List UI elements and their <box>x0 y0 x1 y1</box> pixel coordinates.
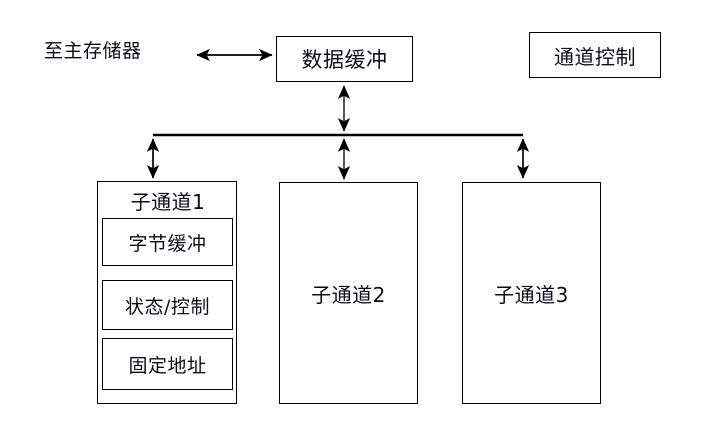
fixed-address-label: 固定地址 <box>128 354 207 377</box>
subchannel-2-box[interactable]: 子通道2 <box>279 182 418 404</box>
data-buffer-box[interactable]: 数据缓冲 <box>276 36 413 82</box>
subchannel-3-box[interactable]: 子通道3 <box>462 182 601 404</box>
channel-control-label: 通道控制 <box>554 44 636 69</box>
subchannel-2-label: 子通道2 <box>311 282 386 307</box>
status-control-label: 状态/控制 <box>125 295 210 318</box>
fixed-address-box[interactable]: 固定地址 <box>102 338 233 390</box>
byte-buffer-label: 字节缓冲 <box>128 232 207 255</box>
subchannel-1-label: 子通道1 <box>130 190 206 214</box>
data-buffer-label: 数据缓冲 <box>301 48 388 72</box>
subchannel-1-box[interactable]: 子通道1 字节缓冲 状态/控制 固定地址 <box>97 181 237 404</box>
status-control-box[interactable]: 状态/控制 <box>102 280 233 330</box>
main-memory-label: 至主存储器 <box>44 40 142 62</box>
byte-buffer-box[interactable]: 字节缓冲 <box>102 218 233 266</box>
subchannel-3-label: 子通道3 <box>494 282 569 307</box>
channel-control-box[interactable]: 通道控制 <box>529 32 661 78</box>
